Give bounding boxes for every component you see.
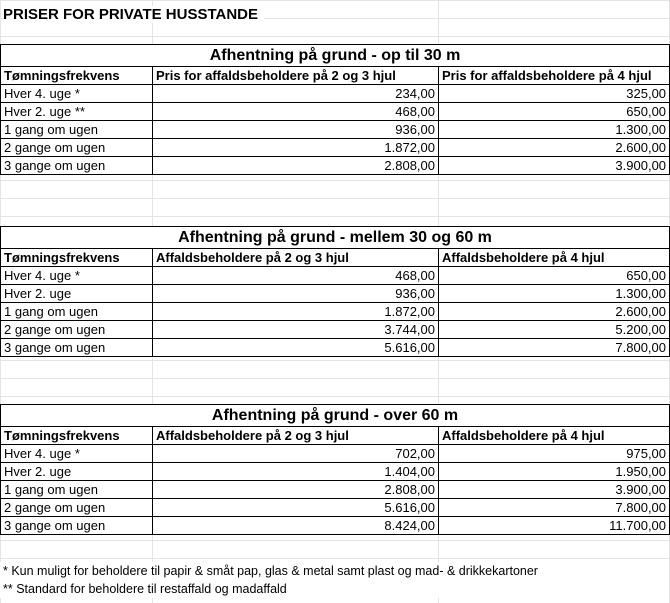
price-table-section-3: Afhentning på grund - over 60 m Tømnings… [0, 404, 670, 535]
price-table: Afhentning på grund - op til 30 m Tømnin… [0, 44, 670, 175]
frequency-cell: 3 gange om ugen [0, 156, 153, 175]
price-cell: 11.700,00 [437, 516, 670, 535]
price-cell: 936,00 [152, 284, 439, 303]
price-cell: 2.600,00 [438, 302, 670, 321]
footnotes: * Kun muligt for beholdere til papir & s… [0, 562, 669, 598]
price-cell: 8.424,00 [152, 516, 439, 535]
price-cell: 468,00 [152, 102, 439, 121]
price-cell: 936,00 [152, 120, 439, 139]
frequency-cell: Hver 2. uge [0, 284, 153, 303]
frequency-cell: 2 gange om ugen [0, 498, 153, 517]
price-cell: 5.616,00 [152, 498, 439, 517]
price-table: Afhentning på grund - over 60 m Tømnings… [0, 404, 670, 535]
footnote-single-asterisk: * Kun muligt for beholdere til papir & s… [3, 564, 538, 578]
column-header-frequency: Tømningsfrekvens [0, 426, 153, 445]
frequency-cell: 1 gang om ugen [0, 120, 153, 139]
frequency-cell: 3 gange om ugen [0, 338, 153, 357]
footnote-double-asterisk: ** Standard for beholdere til restaffald… [3, 582, 287, 596]
price-cell: 7.800,00 [438, 338, 670, 357]
price-table-section-1: Afhentning på grund - op til 30 m Tømnin… [0, 44, 670, 175]
column-header-frequency: Tømningsfrekvens [0, 248, 153, 267]
price-cell: 702,00 [152, 444, 439, 463]
column-header-frequency: Tømningsfrekvens [0, 66, 153, 85]
price-cell: 3.900,00 [437, 156, 670, 175]
frequency-cell: 1 gang om ugen [0, 480, 153, 499]
price-cell: 1.300,00 [437, 120, 670, 139]
table-heading: Afhentning på grund - over 60 m [0, 404, 670, 427]
price-cell: 1.872,00 [152, 138, 439, 157]
price-cell: 234,00 [152, 84, 439, 103]
column-header-2-3-wheels: Affaldsbeholdere på 2 og 3 hjul [152, 426, 439, 445]
column-header-2-3-wheels: Affaldsbeholdere på 2 og 3 hjul [152, 248, 439, 267]
price-cell: 5.200,00 [438, 320, 670, 339]
price-cell: 1.872,00 [152, 302, 439, 321]
price-cell: 2.808,00 [152, 156, 439, 175]
frequency-cell: 3 gange om ugen [0, 516, 153, 535]
price-cell: 5.616,00 [152, 338, 439, 357]
table-heading: Afhentning på grund - mellem 30 og 60 m [0, 226, 670, 249]
price-cell: 3.744,00 [152, 320, 439, 339]
frequency-cell: 1 gang om ugen [0, 302, 153, 321]
column-header-2-3-wheels: Pris for affaldsbeholdere på 2 og 3 hjul [152, 66, 439, 85]
frequency-cell: 2 gange om ugen [0, 320, 153, 339]
column-header-4-wheels: Affaldsbeholdere på 4 hjul [438, 248, 670, 267]
price-cell: 975,00 [437, 444, 670, 463]
price-cell: 3.900,00 [437, 480, 670, 499]
price-cell: 2.600,00 [437, 138, 670, 157]
price-cell: 650,00 [438, 266, 670, 285]
price-cell: 468,00 [152, 266, 439, 285]
price-table-section-2: Afhentning på grund - mellem 30 og 60 m … [0, 226, 670, 357]
price-cell: 2.808,00 [152, 480, 439, 499]
price-cell: 650,00 [437, 102, 670, 121]
frequency-cell: Hver 4. uge * [0, 266, 153, 285]
frequency-cell: 2 gange om ugen [0, 138, 153, 157]
price-cell: 1.404,00 [152, 462, 439, 481]
table-heading: Afhentning på grund - op til 30 m [0, 44, 670, 67]
frequency-cell: Hver 2. uge ** [0, 102, 153, 121]
price-table: Afhentning på grund - mellem 30 og 60 m … [0, 226, 670, 357]
page-title: PRISER FOR PRIVATE HUSSTANDE [3, 6, 265, 23]
price-cell: 1.300,00 [438, 284, 670, 303]
column-header-4-wheels: Affaldsbeholdere på 4 hjul [437, 426, 670, 445]
frequency-cell: Hver 2. uge [0, 462, 153, 481]
column-header-4-wheels: Pris for affaldsbeholdere på 4 hjul [437, 66, 670, 85]
frequency-cell: Hver 4. uge * [0, 84, 153, 103]
frequency-cell: Hver 4. uge * [0, 444, 153, 463]
price-cell: 325,00 [437, 84, 670, 103]
price-cell: 7.800,00 [437, 498, 670, 517]
price-cell: 1.950,00 [437, 462, 670, 481]
